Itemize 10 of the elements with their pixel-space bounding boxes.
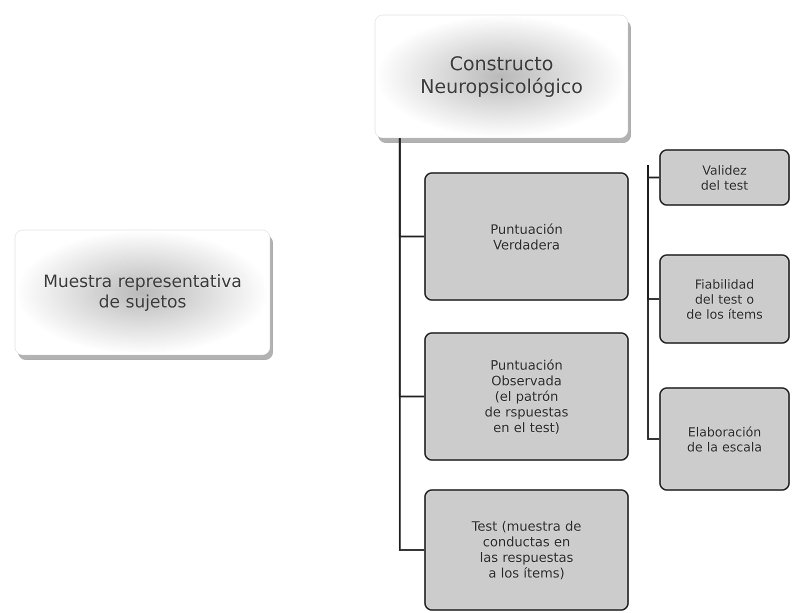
connector xyxy=(398,138,424,551)
process-box: Puntuación Verdadera xyxy=(424,172,629,301)
process-box: Puntuación Observada (el patrón de rspuestas en el test) xyxy=(424,332,629,461)
process-box: Elaboración de la escala xyxy=(659,387,790,491)
process-box: Fiabilidad del test o de los ítems xyxy=(659,254,790,344)
title-box: Muestra representativa de sujetos xyxy=(14,230,273,360)
process-box: Validez del test xyxy=(659,149,790,206)
process-box: Test (muestra de conductas en las respuestas a los ítems) xyxy=(424,489,629,611)
title-box: Constructo Neuropsicológico xyxy=(374,14,631,143)
connector xyxy=(647,165,660,440)
